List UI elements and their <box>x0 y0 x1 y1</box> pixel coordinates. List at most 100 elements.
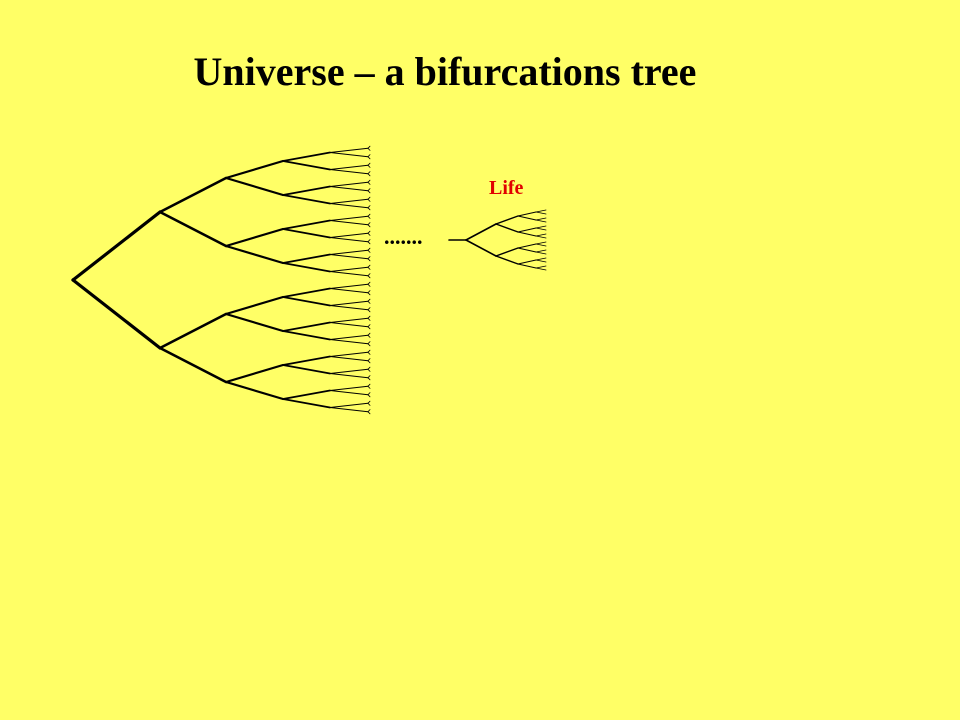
universe-tree-branch <box>367 275 371 279</box>
life-label: Life <box>489 177 524 199</box>
life-tree-branch <box>535 257 547 261</box>
life-tree-branch <box>535 241 547 245</box>
universe-tree-branch <box>367 164 371 168</box>
life-tree-branch <box>535 219 547 223</box>
universe-tree-branch <box>224 227 285 248</box>
universe-tree-branch <box>329 266 369 272</box>
universe-tree-branch <box>282 262 331 273</box>
universe-tree-branch <box>224 176 285 197</box>
universe-tree-branch <box>367 224 371 228</box>
universe-tree-branch <box>329 271 369 277</box>
universe-tree-branch <box>329 305 369 311</box>
universe-tree-branch <box>329 203 369 209</box>
life-tree-branch <box>517 247 537 253</box>
universe-tree-branch <box>367 154 371 158</box>
universe-tree-branch <box>367 181 371 185</box>
universe-tree-branch <box>367 232 371 236</box>
universe-tree-branch <box>329 181 369 187</box>
slide-title: Universe – a bifurcations tree <box>193 49 697 94</box>
universe-tree-branch <box>367 411 371 415</box>
universe-tree-branch <box>282 194 331 205</box>
universe-tree-branch <box>367 326 371 330</box>
life-tree-branch <box>517 227 537 233</box>
universe-tree-branch <box>367 300 371 304</box>
universe-tree-branch <box>329 249 369 255</box>
universe-tree-branch <box>282 228 331 239</box>
universe-tree-branch <box>329 368 369 374</box>
universe-tree-branch <box>158 176 228 214</box>
universe-tree-branch <box>367 324 371 328</box>
universe-tree-branch <box>158 346 228 384</box>
universe-tree-branch <box>367 241 371 245</box>
life-tree-branch <box>535 227 547 231</box>
universe-tree-branch <box>367 266 371 270</box>
life-tree-branch <box>465 223 497 241</box>
life-tree-branch <box>535 217 547 221</box>
universe-tree-branch <box>367 341 371 345</box>
universe-tree-branch <box>367 400 371 404</box>
universe-tree-branch <box>282 160 331 171</box>
universe-tree-branch <box>367 315 371 319</box>
universe-tree-branch <box>367 351 371 355</box>
universe-tree-branch <box>224 295 285 316</box>
universe-tree-branch <box>367 292 371 296</box>
universe-tree-branch <box>367 247 371 251</box>
universe-tree-branch <box>71 210 162 282</box>
universe-tree-branch <box>367 392 371 396</box>
universe-tree-branch <box>329 164 369 170</box>
universe-tree-branch <box>329 147 369 153</box>
universe-tree-branch <box>329 356 369 362</box>
universe-tree-branch <box>367 377 371 381</box>
life-tree-branch <box>495 255 519 265</box>
universe-tree-branch <box>367 360 371 364</box>
universe-tree-branch <box>367 258 371 262</box>
universe-tree-branch <box>367 394 371 398</box>
universe-tree-branch <box>367 213 371 217</box>
universe-tree-branch <box>367 358 371 362</box>
universe-tree-branch <box>367 147 371 151</box>
universe-tree-branch <box>329 186 369 192</box>
universe-tree-branch <box>282 185 331 196</box>
universe-tree-branch <box>367 343 371 347</box>
life-tree-branch <box>517 211 537 217</box>
life-tree-branch <box>495 215 519 225</box>
universe-tree-branch <box>329 300 369 306</box>
universe-tree-branch <box>71 278 162 350</box>
universe-tree-branch <box>367 309 371 313</box>
universe-tree-branch <box>158 210 228 248</box>
universe-tree-branch <box>367 273 371 277</box>
universe-tree-branch <box>367 375 371 379</box>
universe-tree-branch <box>282 355 331 366</box>
life-tree-branch <box>517 243 537 249</box>
universe-tree-branch <box>367 215 371 219</box>
universe-tree-branch <box>329 288 369 294</box>
universe-tree-branch <box>282 330 331 341</box>
universe-tree-branch <box>329 407 369 413</box>
universe-tree-branch <box>282 151 331 162</box>
universe-tree-branch <box>367 402 371 406</box>
life-tree-branch <box>535 211 547 215</box>
life-tree-branch <box>535 249 547 253</box>
universe-tree-branch <box>367 179 371 183</box>
universe-tree-branch <box>367 317 371 321</box>
universe-tree-branch <box>282 398 331 409</box>
universe-tree-branch <box>367 283 371 287</box>
universe-tree-branch <box>329 283 369 289</box>
universe-tree-branch <box>282 287 331 298</box>
universe-tree-branch <box>367 290 371 294</box>
life-tree-branch <box>535 259 547 263</box>
universe-tree-branch <box>329 373 369 379</box>
universe-tree-branch <box>367 207 371 211</box>
life-tree-branch <box>535 209 547 213</box>
universe-tree-branch <box>367 409 371 413</box>
universe-tree-branch <box>367 332 371 336</box>
universe-tree-branch <box>329 237 369 243</box>
universe-tree-branch <box>329 351 369 357</box>
life-tree <box>448 209 547 271</box>
life-tree-branch <box>517 215 537 221</box>
universe-tree-branch <box>282 364 331 375</box>
universe-tree-branch <box>224 159 285 180</box>
universe-tree-branch <box>282 253 331 264</box>
universe-tree-branch <box>329 334 369 340</box>
universe-tree-branch <box>367 366 371 370</box>
